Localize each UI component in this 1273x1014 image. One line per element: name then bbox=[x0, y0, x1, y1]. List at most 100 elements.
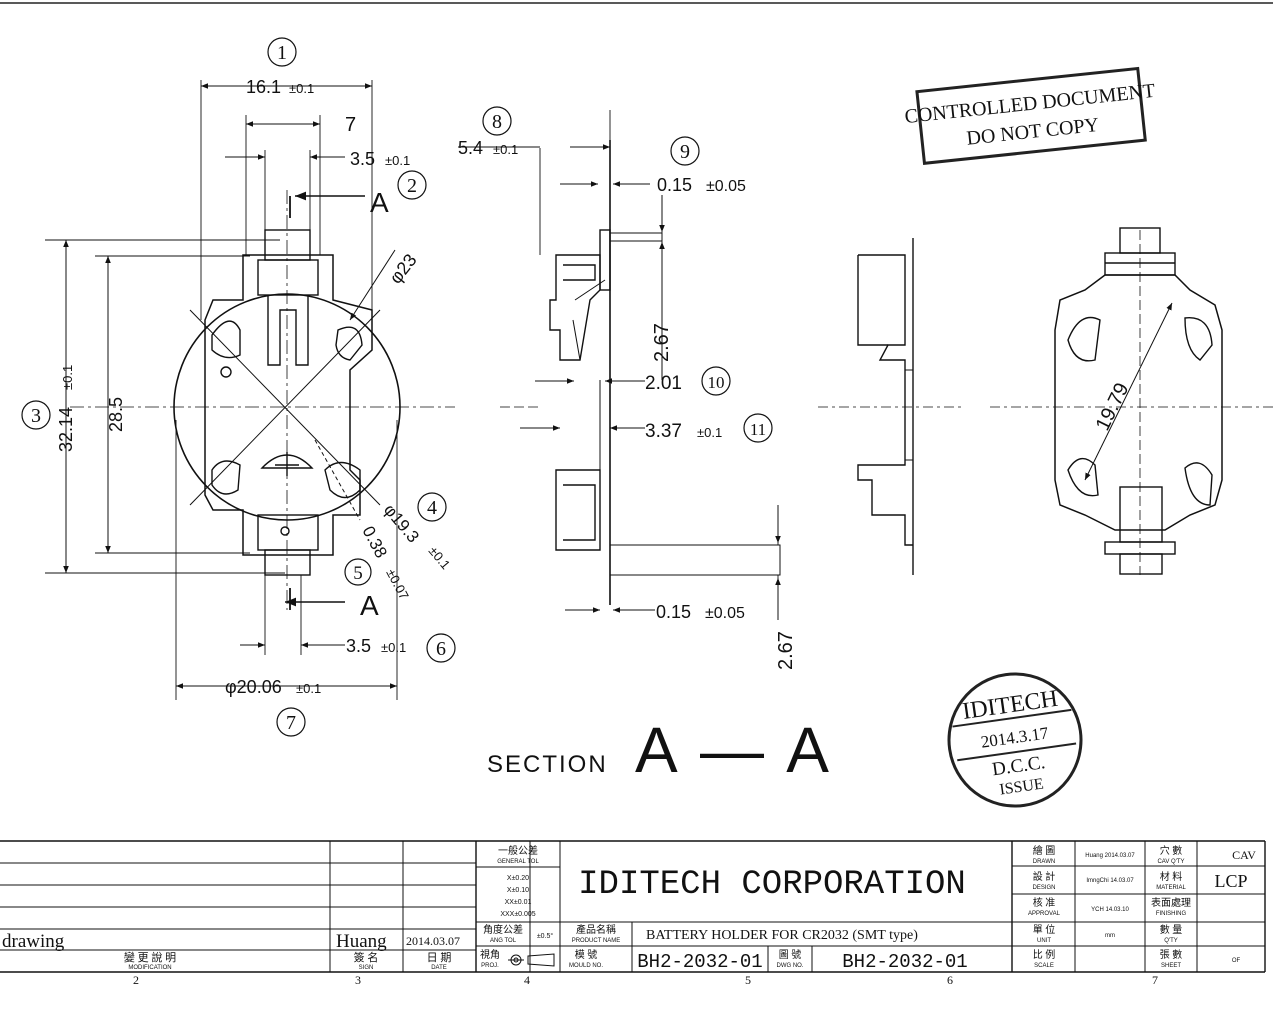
revision-date: 2014.03.07 bbox=[406, 934, 460, 948]
callout-balloons bbox=[21, 37, 773, 737]
stamp-date: 2014.3.17 bbox=[980, 723, 1050, 751]
date-label-en: DATE bbox=[431, 965, 447, 971]
dim-dia-battery: φ19.3 bbox=[380, 500, 423, 546]
title-block: drawing Huang 2014.03.07 變 更 說 明 MODIFIC… bbox=[2, 844, 1256, 987]
dim-lead-thickness-bottom-tol: ±0.05 bbox=[705, 605, 745, 622]
dim-11: 3.37 bbox=[645, 421, 682, 442]
callout-5: 5 bbox=[353, 563, 363, 584]
drawn-value: Huang 2014.03.07 bbox=[1085, 853, 1135, 859]
section-view-dimensions: 5.4 ±0.1 0.15 ±0.05 2.67 2.01 3.37 ±0.1 … bbox=[458, 138, 833, 786]
finishing-label: 表面處理 bbox=[1151, 896, 1191, 909]
design-label-en: DESIGN bbox=[1032, 885, 1055, 891]
dim-dia-outer: φ23 bbox=[385, 250, 420, 287]
qty-label: 數 量 bbox=[1160, 923, 1183, 936]
stamp-issue: ISSUE bbox=[998, 776, 1044, 799]
sheet-value: OF bbox=[1232, 958, 1241, 964]
general-tol-label-en: GENERAL TOL bbox=[497, 859, 539, 865]
qty-label-en: Q'TY bbox=[1164, 938, 1177, 944]
material-label: 材 料 bbox=[1160, 870, 1183, 883]
section-view bbox=[458, 110, 965, 620]
unit-label: 單 位 bbox=[1033, 923, 1056, 936]
zone-3: 3 bbox=[355, 973, 361, 987]
dim-lead-thickness-bottom: 0.15 bbox=[656, 602, 691, 622]
drawn-label-en: DRAWN bbox=[1033, 859, 1055, 865]
material-value: LCP bbox=[1214, 871, 1247, 891]
zone-6: 6 bbox=[947, 973, 953, 987]
material-label-en: MATERIAL bbox=[1156, 885, 1186, 891]
sign-label-en: SIGN bbox=[359, 965, 374, 971]
dim-height: 5.4 bbox=[458, 138, 483, 158]
cav-value: CAV bbox=[1232, 848, 1256, 862]
callout-numbers: 1 2 3 4 5 6 7 8 9 10 11 bbox=[31, 42, 766, 734]
revision-text: drawing bbox=[2, 931, 65, 952]
dim-contact-width-top-tol: ±0.1 bbox=[385, 153, 410, 168]
angle-tol-label: 角度公差 bbox=[483, 923, 523, 936]
dwg-no-label-en: DWG NO. bbox=[777, 963, 804, 969]
mould-no-label: 模 號 bbox=[575, 948, 598, 961]
tol-3: XX±0.01 bbox=[505, 899, 532, 906]
dim-contact-width-bottom-tol: ±0.1 bbox=[381, 640, 406, 655]
zone-2: 2 bbox=[133, 973, 139, 987]
angle-tol-value: ±0.5° bbox=[537, 932, 554, 940]
dim-dia-battery-tol: ±0.1 bbox=[426, 543, 454, 572]
callout-3: 3 bbox=[31, 405, 41, 427]
stamp-dcc-issue: IDITECH 2014.3.17 D.C.C. ISSUE bbox=[947, 672, 1083, 808]
zone-4: 4 bbox=[524, 973, 530, 987]
front-view bbox=[45, 80, 455, 700]
tol-1: X±0.20 bbox=[507, 875, 529, 882]
dim-height-tol: ±0.1 bbox=[493, 142, 518, 157]
dim-width-overall-tol: ±0.1 bbox=[289, 81, 314, 96]
unit-value: mm bbox=[1105, 933, 1115, 939]
date-label: 日 期 bbox=[427, 951, 452, 964]
callout-2: 2 bbox=[407, 175, 417, 197]
section-label-letters: A — A bbox=[635, 714, 833, 786]
approval-value: YCH 14.03.10 bbox=[1091, 907, 1129, 913]
scale-label-en: SCALE bbox=[1034, 963, 1054, 969]
callout-6: 6 bbox=[436, 638, 446, 660]
mould-no: BH2-2032-01 bbox=[637, 951, 762, 973]
finishing-label-en: FINISHING bbox=[1156, 911, 1187, 917]
section-marker-top: A bbox=[370, 187, 389, 218]
drawn-label: 繪 圖 bbox=[1033, 844, 1056, 857]
front-view-dimensions: 16.1 ±0.1 7 3.5 ±0.1 A φ23 32.14 ±0.1 28… bbox=[56, 77, 453, 697]
callout-9: 9 bbox=[680, 141, 690, 163]
approval-label: 核 准 bbox=[1033, 896, 1056, 909]
dim-10: 2.01 bbox=[645, 373, 682, 394]
dim-lead-thickness-top-tol: ±0.05 bbox=[706, 178, 746, 195]
cav-qty-label: 穴 數 bbox=[1160, 844, 1183, 857]
dwg-no: BH2-2032-01 bbox=[842, 951, 967, 973]
dim-height-overall-tol: ±0.1 bbox=[60, 365, 75, 390]
callout-11: 11 bbox=[750, 420, 766, 439]
tol-4: XXX±0.005 bbox=[500, 911, 535, 918]
projection-icon bbox=[508, 953, 555, 967]
callout-10: 10 bbox=[708, 373, 725, 392]
design-label: 設 計 bbox=[1033, 870, 1056, 883]
dim-contact-width-top: 3.5 bbox=[350, 149, 375, 169]
dim-width-top: 7 bbox=[345, 114, 356, 136]
dim-height-inner: 28.5 bbox=[106, 397, 126, 432]
dim-contact-height: 0.38 bbox=[358, 523, 390, 561]
dim-contact-height-tol: ±0.07 bbox=[383, 566, 411, 602]
revision-sign: Huang bbox=[336, 931, 387, 952]
sign-label: 簽 名 bbox=[354, 950, 379, 964]
company-name: IDITECH CORPORATION bbox=[578, 866, 966, 904]
sheet-label-en: SHEET bbox=[1161, 963, 1181, 969]
dim-dia-base-tol: ±0.1 bbox=[296, 681, 321, 696]
product-name-label-en: PRODUCT NAME bbox=[572, 938, 621, 944]
section-marker-bottom: A bbox=[360, 590, 379, 621]
title-block-grid bbox=[0, 840, 1266, 973]
projection-label: 視角 bbox=[480, 948, 500, 961]
angle-tol-label-en: ANG TOL bbox=[490, 938, 517, 944]
dim-lead-length-top: 2.67 bbox=[651, 323, 673, 362]
zone-5: 5 bbox=[745, 973, 751, 987]
dwg-no-label: 圖 號 bbox=[779, 948, 802, 961]
scale-label: 比 例 bbox=[1033, 948, 1056, 961]
stamp-controlled-document: CONTROLLED DOCUMENT DO NOT COPY bbox=[904, 66, 1156, 165]
design-value: ImngChi 14.03.07 bbox=[1086, 878, 1134, 884]
callout-8: 8 bbox=[492, 111, 502, 133]
product-name: BATTERY HOLDER FOR CR2032 (SMT type) bbox=[646, 928, 918, 943]
callout-1: 1 bbox=[277, 42, 287, 64]
top-view bbox=[990, 227, 1273, 575]
modification-label: 變 更 說 明 bbox=[124, 950, 176, 964]
